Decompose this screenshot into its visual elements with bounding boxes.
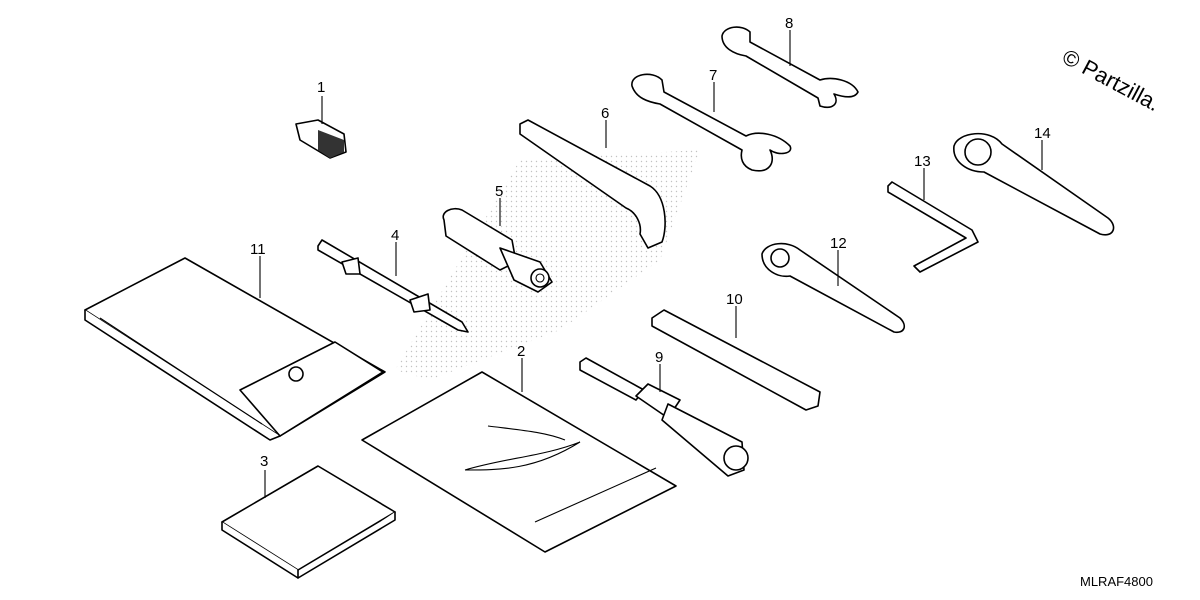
- callout-10: 10: [726, 291, 743, 308]
- callout-2: 2: [517, 343, 525, 360]
- background-stipple: [395, 150, 700, 380]
- callout-8: 8: [785, 15, 793, 32]
- callout-5: 5: [495, 183, 503, 200]
- part-3-booklet[interactable]: [221, 465, 396, 579]
- part-4-screwdriver-shaft[interactable]: [317, 239, 469, 333]
- callout-labels: 1 2 3 4 5 6 7 8 9 10 11 12 13 14: [250, 15, 1051, 470]
- part-2-plastic-bag[interactable]: [361, 371, 677, 553]
- callout-7: 7: [709, 67, 717, 84]
- part-8-small-wrench[interactable]: [721, 26, 859, 109]
- callout-9: 9: [655, 349, 663, 366]
- callout-12: 12: [830, 235, 847, 252]
- part-11-tool-bag[interactable]: [84, 257, 386, 441]
- callout-13: 13: [914, 153, 931, 170]
- callout-1: 1: [317, 79, 325, 96]
- part-5-screwdriver-handle[interactable]: [442, 207, 553, 293]
- part-14-ring-wrench[interactable]: [953, 132, 1115, 236]
- callout-14: 14: [1034, 125, 1051, 142]
- part-6-pin-spanner[interactable]: [519, 119, 666, 249]
- part-1-fuse-puller[interactable]: [295, 119, 347, 159]
- callout-3: 3: [260, 453, 268, 470]
- callout-6: 6: [601, 105, 609, 122]
- part-10-handle-bar[interactable]: [651, 309, 821, 411]
- callout-4: 4: [391, 227, 399, 244]
- diagram-code: MLRAF4800: [1080, 574, 1153, 589]
- part-13-hex-key[interactable]: [887, 181, 979, 273]
- leader-lines: [259, 30, 1043, 498]
- part-9-plug-wrench[interactable]: [579, 357, 749, 477]
- callout-11: 11: [250, 241, 266, 258]
- part-7-open-wrench[interactable]: [631, 73, 792, 172]
- part-12-box-wrench[interactable]: [761, 242, 906, 334]
